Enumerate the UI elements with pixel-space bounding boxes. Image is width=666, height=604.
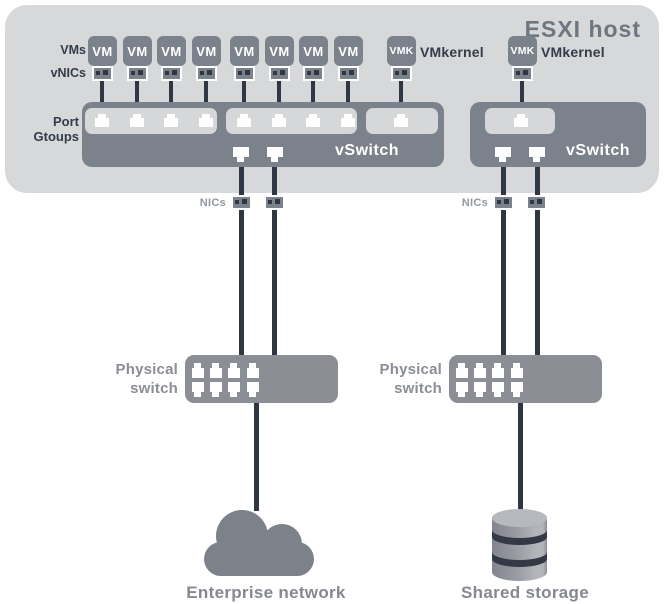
vnic-line [135,80,139,109]
nic-icon [264,195,285,210]
vm-port-icon [164,114,178,127]
vm-box: VM [88,36,117,66]
vm-port-icon [130,114,144,127]
physical-switch-label-left: Physical switch [115,361,178,397]
vnic-icon [127,66,148,81]
vnic-line [346,80,350,109]
network-line [254,403,259,511]
vm-box: VM [334,36,363,66]
uplink-port-icon [529,147,545,162]
switch-port-icon [247,363,259,378]
vm-box: VM [192,36,221,66]
uplink-line [272,162,277,355]
vnic-icon [269,66,290,81]
enterprise-network-label: Enterprise network [186,583,346,602]
physical-switch-left [185,355,338,403]
vswitch-label: vSwitch [566,142,630,159]
uplink-line [239,162,244,355]
uplink-port-icon [267,147,283,162]
vnic-icon [234,66,255,81]
vm-port-icon [95,114,109,127]
vnic-icon [92,66,113,81]
nic-icon [493,195,514,210]
vm-port-icon [237,114,251,127]
switch-port-icon [192,363,204,378]
vm-port-icon [341,114,355,127]
switch-port-icon [474,382,486,397]
vnic-line [311,80,315,109]
vm-port-icon [199,114,213,127]
switch-port-icon [474,363,486,378]
vswitch-left: vSwitch [82,102,444,167]
vnic-icon [196,66,217,81]
vswitch-label: vSwitch [335,142,399,159]
vnic-line [169,80,173,109]
vm-port-icon [272,114,286,127]
uplink-line [501,162,506,355]
enterprise-cloud-icon [202,506,316,576]
port-groups-label: Port Gtoups [33,114,80,144]
vmkernel-label: VMkernel [420,44,484,60]
vm-box: VM [299,36,328,66]
network-line [518,403,523,515]
nic-icon [231,195,252,210]
vnic-line [100,80,104,109]
vm-box: VM [157,36,186,66]
physical-switch-label-right: Physical switch [379,361,442,397]
vms-label: VMs [60,43,86,57]
switch-port-icon [456,363,468,378]
vmk-line [520,80,524,109]
vnic-line [277,80,281,109]
vmk-box: VMK [387,36,416,66]
vmk-port-icon [394,114,408,127]
esxi-host-title: ESXI host [524,16,641,42]
switch-port-icon [192,382,204,397]
nic-icon [526,195,547,210]
switch-port-icon [511,382,523,397]
switch-port-icon [247,382,259,397]
shared-storage-label: Shared storage [461,583,589,602]
physical-switch-right [449,355,602,403]
nics-label-right: NICs [461,197,488,209]
switch-port-icon [228,382,240,397]
vnic-icon [338,66,359,81]
vnic-line [242,80,246,109]
vmk-line [399,80,403,109]
switch-port-icon [210,363,222,378]
switch-port-icon [492,382,504,397]
vmk-vnic-icon [391,66,412,81]
uplink-port-icon [233,147,249,162]
vnic-line [204,80,208,109]
vnic-icon [303,66,324,81]
vm-port-icon [306,114,320,127]
switch-port-icon [492,363,504,378]
vnics-label: vNICs [50,66,86,80]
switch-port-icon [210,382,222,397]
vmk-box: VMK [508,36,537,66]
vnic-icon [161,66,182,81]
vm-box: VM [123,36,152,66]
uplink-port-icon [495,147,511,162]
vmk-port-icon [514,114,528,127]
vm-box: VM [265,36,294,66]
vmkernel-label: VMkernel [541,44,605,60]
vswitch-right: vSwitch [470,102,646,167]
uplink-line [535,162,540,355]
vmk-vnic-icon [512,66,533,81]
switch-port-icon [228,363,240,378]
switch-port-icon [511,363,523,378]
switch-port-icon [456,382,468,397]
nics-label-left: NICs [199,197,226,209]
database-icon [491,508,548,584]
vm-box: VM [230,36,259,66]
